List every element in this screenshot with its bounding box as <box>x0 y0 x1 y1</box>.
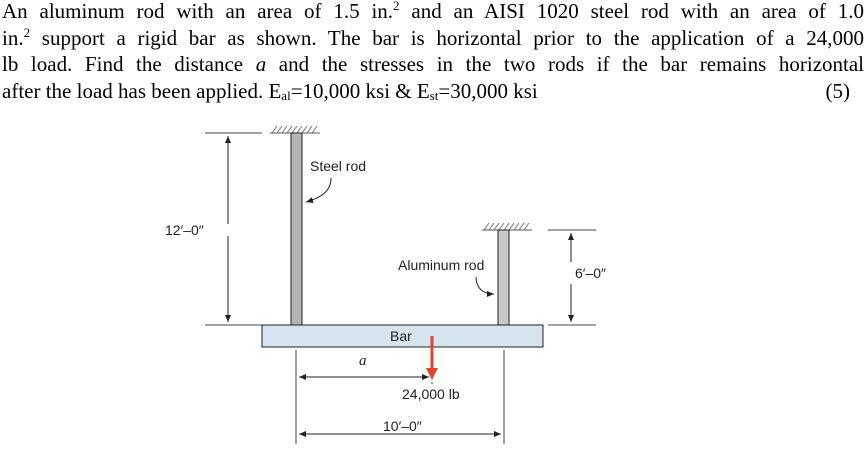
aluminum-rod-label: Aluminum rod <box>398 257 484 273</box>
problem-line-2: in.2 support a rigid bar as shown. The b… <box>2 24 864 50</box>
load-arrow <box>426 336 438 380</box>
load-label: 24,000 lb <box>402 386 460 402</box>
problem-line-3: lb load. Find the distance a and the str… <box>2 52 865 76</box>
marks-label: (5) <box>825 78 851 103</box>
problem-statement: An aluminum rod with an area of 1.5 in.2… <box>2 0 864 104</box>
bar-label: Bar <box>390 328 412 344</box>
aluminum-rod <box>497 229 510 326</box>
distance-a-dimension <box>295 350 433 444</box>
span-dimension <box>299 350 505 444</box>
span-label: 10′–0″ <box>383 418 422 434</box>
problem-line-1: An aluminum rod with an area of 1.5 in.2… <box>2 0 864 23</box>
rigid-bar <box>261 324 544 348</box>
aluminum-length-label: 6′–0″ <box>575 265 606 281</box>
steel-ceiling-support <box>270 125 320 134</box>
steel-rod-label: Steel rod <box>310 158 366 174</box>
aluminum-length-dimension <box>548 229 596 326</box>
steel-rod <box>290 132 303 326</box>
steel-length-label: 12′–0″ <box>165 222 204 238</box>
aluminum-rod-leader <box>475 276 495 297</box>
steel-length-dimension <box>205 132 262 326</box>
aluminum-ceiling-support <box>482 222 532 231</box>
steel-rod-leader <box>305 177 332 203</box>
distance-a-label: a <box>359 353 367 369</box>
problem-line-4: after the load has been applied. Eal=10,… <box>2 78 851 103</box>
